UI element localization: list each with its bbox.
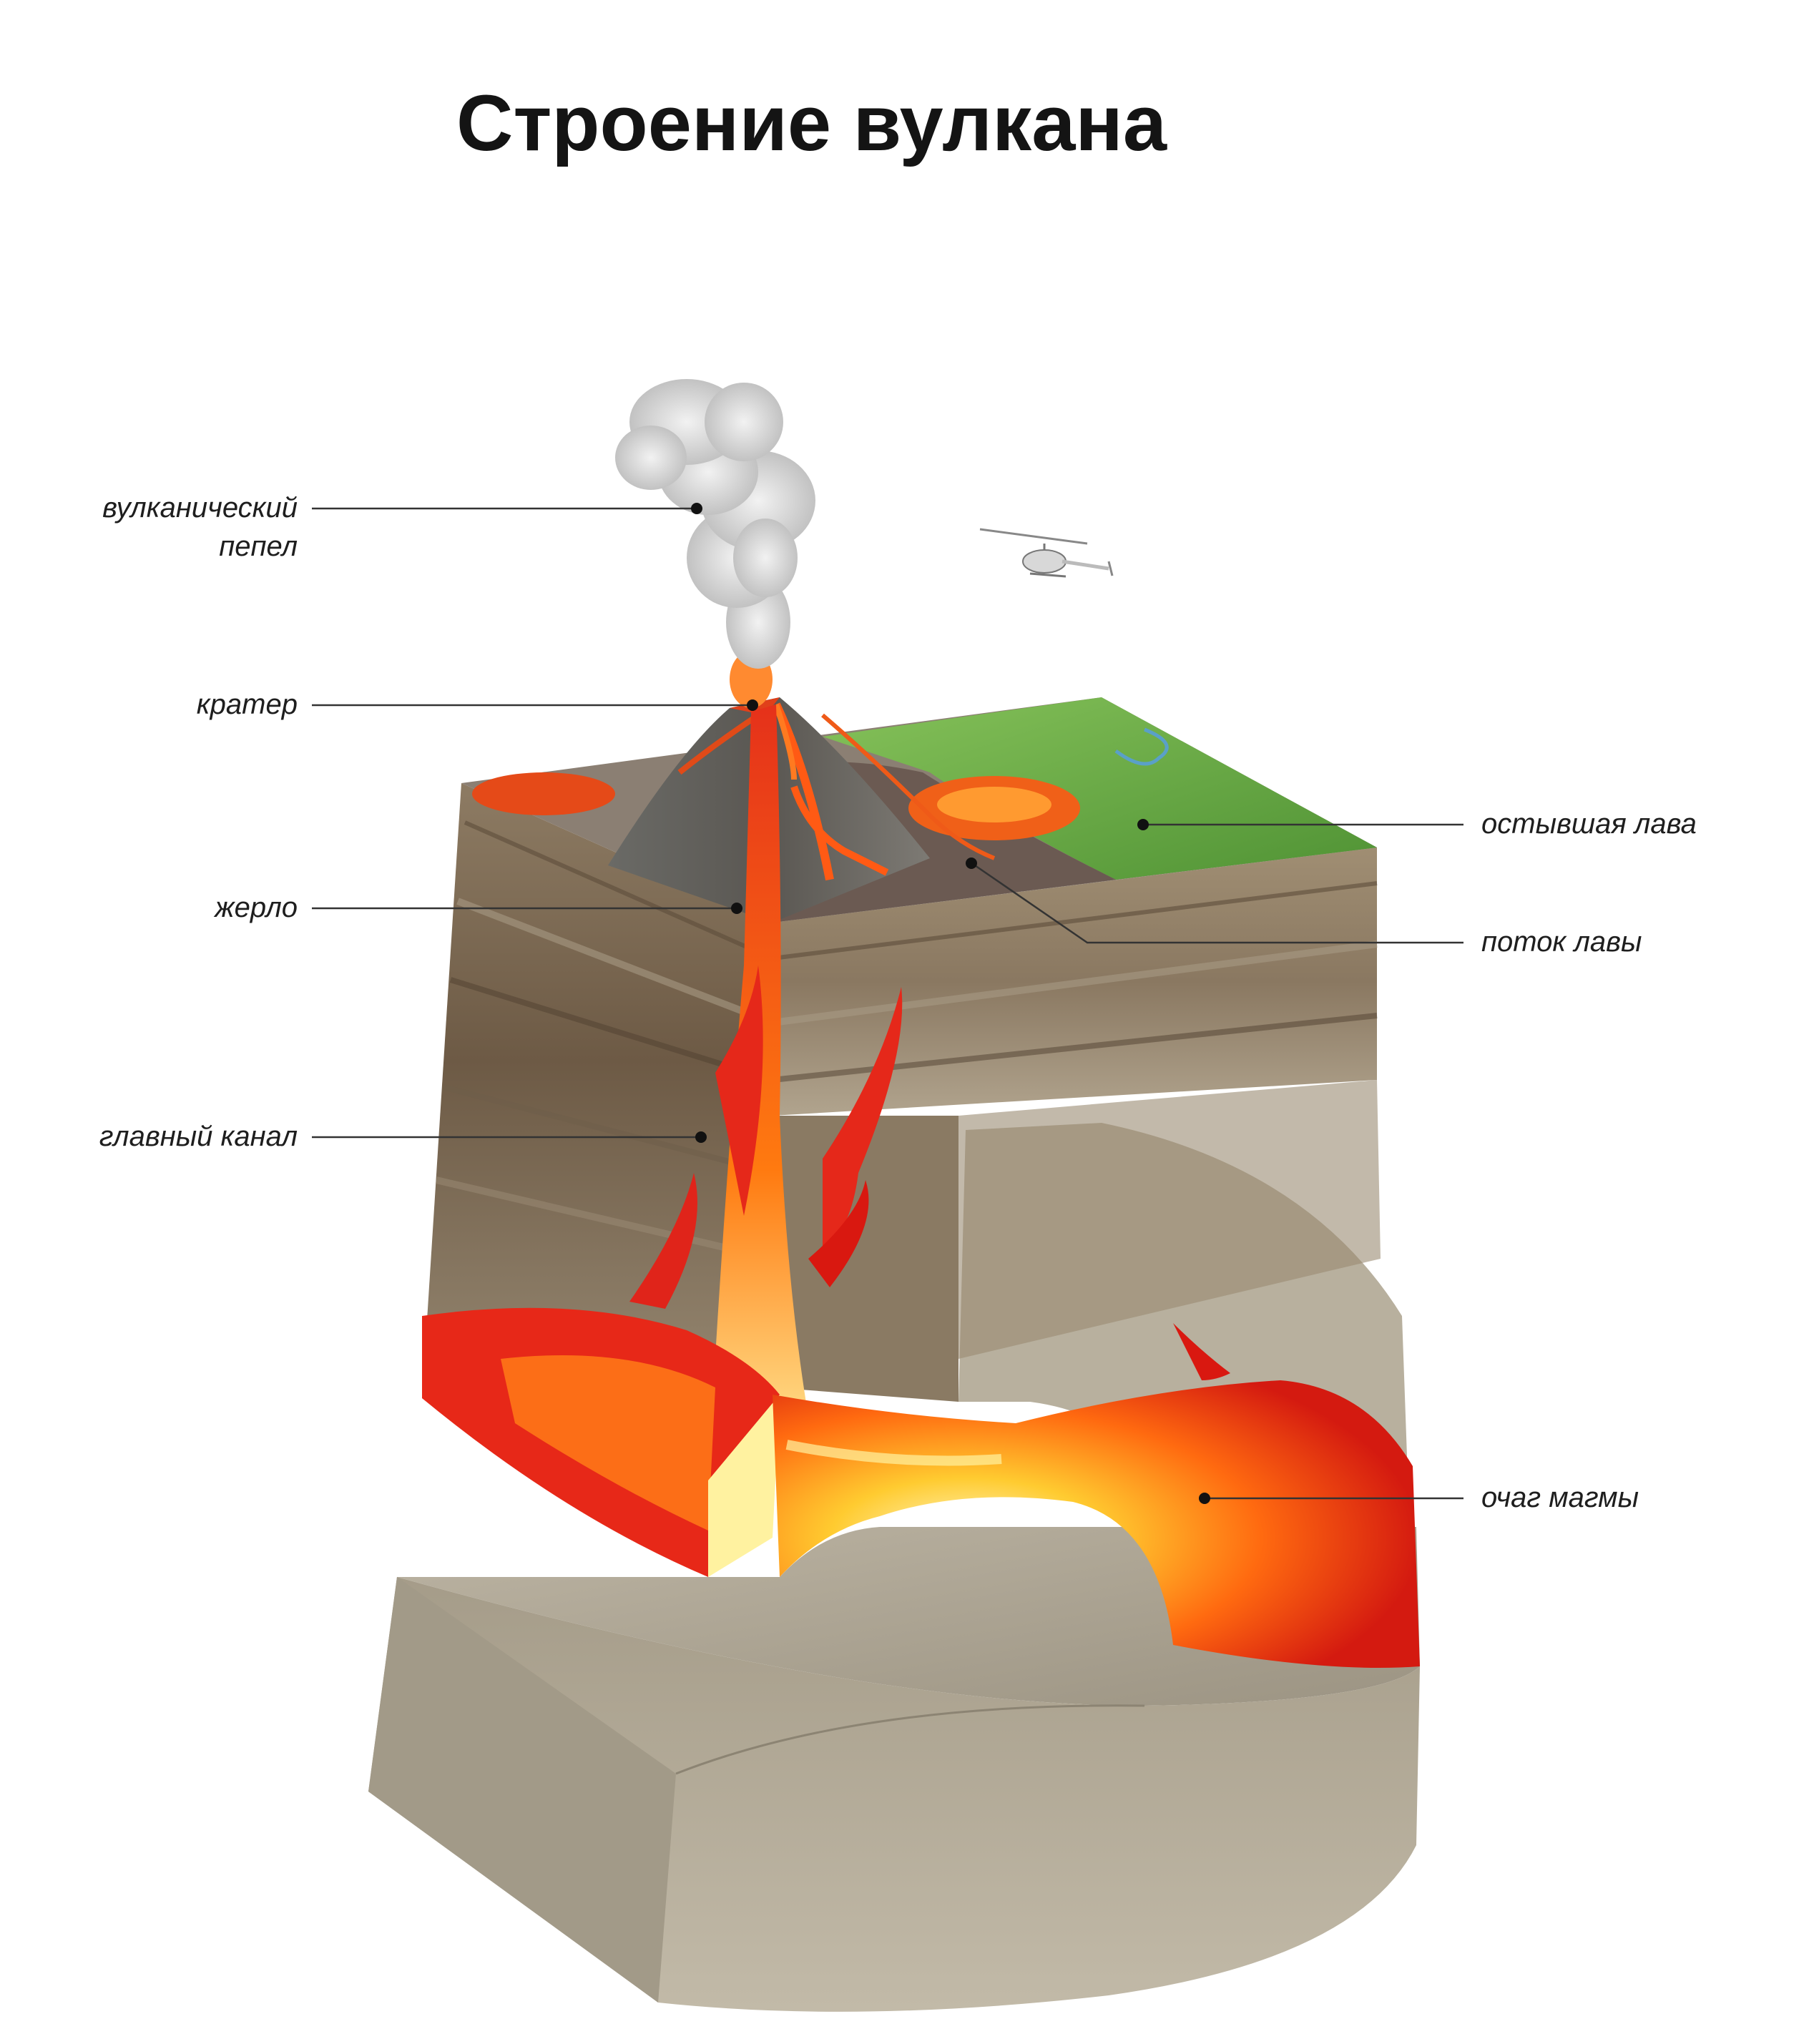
page-title: Строение вулкана (456, 79, 1167, 167)
callout-vent: жерло (213, 892, 742, 923)
label-ash-line2: пепел (219, 531, 298, 562)
label-magma-chamber: очаг магмы (1481, 1482, 1639, 1513)
callout-main-channel: главный канал (99, 1121, 707, 1152)
magma-chamber (422, 1307, 1420, 1668)
callout-magma-chamber: очаг магмы (1199, 1482, 1639, 1513)
label-vent: жерло (213, 892, 298, 923)
callout-cooled-lava: остывшая лава (1137, 808, 1697, 840)
callout-ash: вулканический пепел (102, 492, 702, 562)
lava-pool-left (472, 772, 615, 815)
label-lava-flow: поток лавы (1481, 926, 1642, 958)
callout-crater: кратер (197, 689, 758, 720)
helicopter-icon (979, 528, 1114, 578)
callout-lava-flow: поток лавы (966, 858, 1642, 958)
label-ash-line1: вулканический (102, 492, 298, 524)
label-cooled-lava: остывшая лава (1481, 808, 1697, 840)
main-channel (629, 704, 903, 1480)
label-crater: кратер (197, 689, 298, 720)
smoke-plume-icon (615, 379, 815, 708)
label-main-channel: главный канал (99, 1121, 298, 1152)
